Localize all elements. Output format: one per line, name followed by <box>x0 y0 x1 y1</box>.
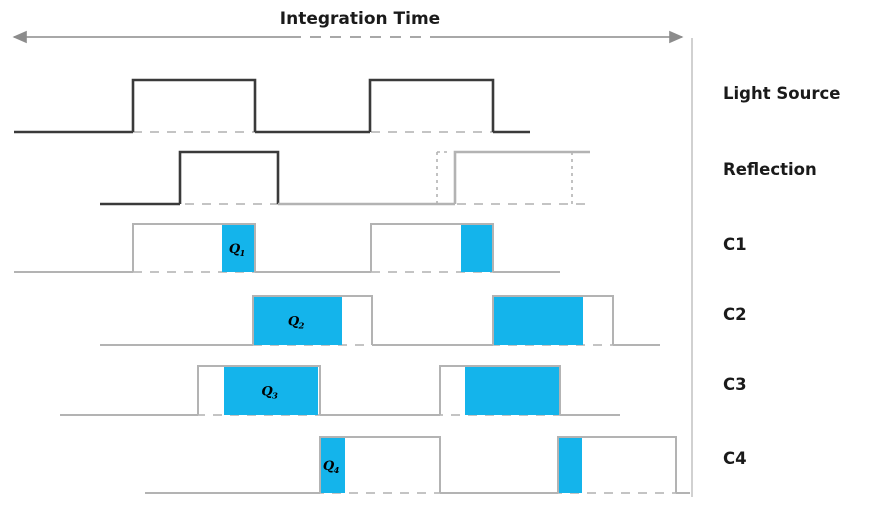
pulse-2 <box>492 295 614 345</box>
row-label-c1: C1 <box>723 235 747 254</box>
charge-label-c3: Q <box>261 385 273 400</box>
pulse-1 <box>178 150 280 204</box>
charge-label-subscript-c4: 4 <box>334 466 340 476</box>
charge-window-c2-2 <box>493 296 583 345</box>
row-label-c3: C3 <box>723 375 747 394</box>
pulse-2 <box>453 150 590 204</box>
integration-time-title: Integration Time <box>280 9 440 29</box>
charge-window-c2-1 <box>253 296 342 345</box>
row-label-reflection: Reflection <box>723 160 817 179</box>
charge-label-subscript-c1: 1 <box>240 249 246 259</box>
charge-window-c3-2 <box>465 366 559 415</box>
charge-label-subscript-c2: 2 <box>298 322 305 332</box>
pulse-2 <box>370 223 494 272</box>
pulse-2 <box>368 78 495 132</box>
charge-window-c4-2 <box>558 437 582 493</box>
pulse-2 <box>557 436 677 493</box>
charge-label-c4: Q <box>323 459 335 474</box>
row-label-c2: C2 <box>723 305 747 324</box>
row-label-light-source: Light Source <box>723 84 840 103</box>
pulse-1 <box>252 295 373 345</box>
pulse-1 <box>131 78 257 132</box>
charge-window-c1-2 <box>461 224 493 272</box>
row-label-c4: C4 <box>723 449 747 468</box>
charge-window-c1-1 <box>222 224 255 272</box>
waveform-row-reflection <box>100 150 590 206</box>
waveform-row-light-source <box>14 78 530 134</box>
charge-window-c3-1 <box>224 366 318 415</box>
pulse-2 <box>439 365 561 415</box>
charge-label-subscript-c3: 3 <box>272 392 278 402</box>
pulse-1 <box>132 223 256 272</box>
charge-label-c2: Q <box>288 315 300 330</box>
charge-label-c1: Q <box>229 242 241 257</box>
pulse-1 <box>319 436 441 493</box>
pulse-1 <box>197 365 321 415</box>
charge-window-c4-1 <box>320 437 345 493</box>
